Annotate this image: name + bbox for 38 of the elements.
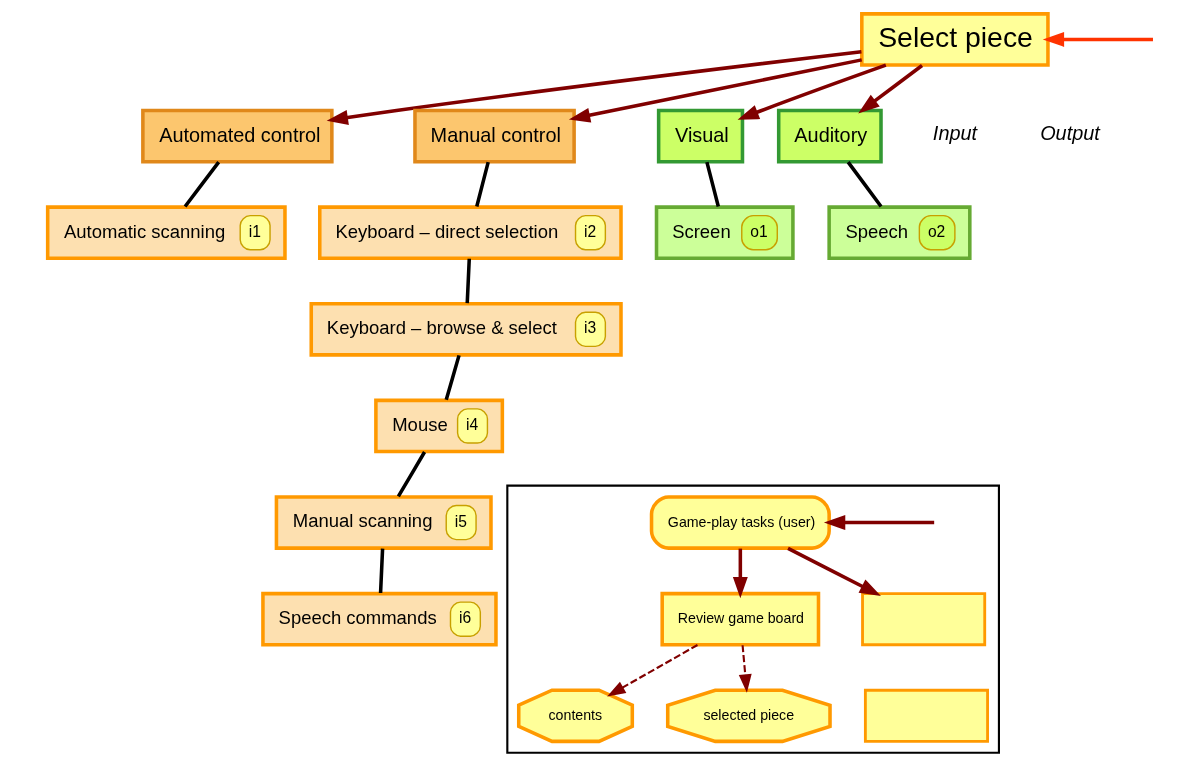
arrow <box>738 645 752 693</box>
connector <box>705 161 721 207</box>
node-box: Keyboard – direct selection i2 <box>318 205 623 261</box>
arrow <box>787 546 881 596</box>
label: Output <box>1040 121 1100 144</box>
node-box: Automated control <box>141 108 334 164</box>
node-box: Visual <box>656 108 745 164</box>
arrow <box>858 64 924 114</box>
node-box: Select piece <box>860 12 1050 67</box>
node-box: Manual control <box>413 108 576 164</box>
connector <box>444 354 461 401</box>
node-box: Speech o2 <box>827 205 972 261</box>
connector <box>465 258 472 304</box>
node-box: Keyboard – browse & select i3 <box>309 301 623 357</box>
node-box: Screen o1 <box>654 205 795 261</box>
node-box: Auditory <box>776 108 883 164</box>
arrow <box>326 50 862 125</box>
node-box: Automatic scanning i1 <box>45 205 287 261</box>
node-box: Speech commands i6 <box>261 591 498 647</box>
connector <box>846 161 883 208</box>
connector <box>378 548 385 594</box>
connector <box>396 451 427 498</box>
node-box: Review game board <box>660 591 821 647</box>
arrow <box>607 644 698 697</box>
arrow <box>568 58 863 123</box>
connector <box>475 161 490 207</box>
node-box <box>863 688 989 743</box>
connector <box>183 161 221 208</box>
arrow <box>1042 32 1153 47</box>
label: Input <box>932 121 978 144</box>
arrow <box>732 548 748 599</box>
node-box: Game-play tasks (user) <box>649 495 831 550</box>
node-box <box>861 592 987 647</box>
node-box: Manual scanning i5 <box>274 495 493 550</box>
cluster <box>506 484 1000 754</box>
arrow <box>737 63 887 120</box>
node-box: Mouse i4 <box>374 398 505 454</box>
arrow <box>823 515 935 531</box>
